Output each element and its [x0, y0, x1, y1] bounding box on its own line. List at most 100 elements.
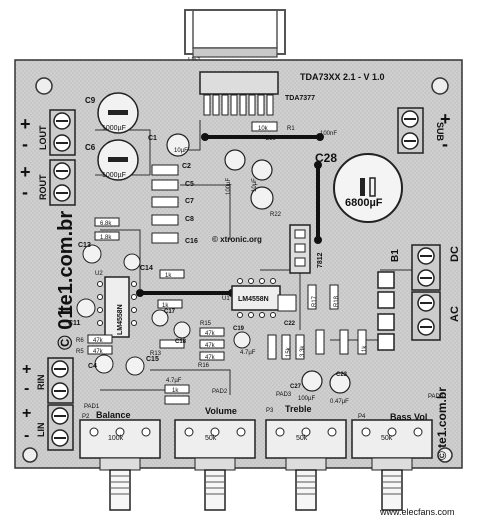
- website-left: te1.com.br: [55, 211, 77, 312]
- cap-c19: [233, 331, 251, 349]
- pot-treble-value: 50k: [296, 435, 308, 442]
- c29-value: 100nF: [320, 131, 337, 137]
- pot-treble-label: Treble: [285, 404, 312, 414]
- mounting-holes: [22, 77, 453, 463]
- watermark: www.elecfans.com: [379, 507, 455, 517]
- cap-c11: [76, 298, 96, 318]
- c22-label: C22: [284, 321, 296, 327]
- rin-terminal: [47, 357, 74, 404]
- pot-volume-label: Volume: [205, 406, 237, 416]
- tda7377-ic: [199, 71, 279, 116]
- r33k: 3.3k: [300, 345, 306, 357]
- pot-bass-value: 50k: [381, 435, 393, 442]
- lout-minus: -: [22, 134, 28, 154]
- c27-value: 100µF: [298, 396, 315, 402]
- c4-label: C4: [88, 363, 97, 370]
- cap-c10: [224, 149, 246, 171]
- r47k-a: 47k: [93, 338, 104, 344]
- c5-label: C5: [185, 181, 194, 188]
- r22-label: R22: [270, 212, 282, 218]
- ac-label: AC: [449, 306, 461, 322]
- r5-label: R5: [76, 349, 84, 355]
- heatsink-bracket: [184, 9, 286, 58]
- r16-label: R16: [198, 363, 210, 369]
- c16-label: C16: [185, 238, 198, 245]
- pot-volume-value: 50k: [205, 435, 217, 442]
- rout-minus: -: [22, 182, 28, 202]
- cap-c23: [329, 372, 351, 394]
- c14-label: C14: [140, 265, 153, 272]
- r-1k-a: 1k: [165, 273, 172, 279]
- cap-c9: [97, 92, 139, 134]
- cap-c1: [166, 133, 190, 157]
- r6-label: R6: [76, 338, 84, 344]
- c1-label: C1: [148, 135, 157, 142]
- c9-label: C9: [85, 96, 96, 105]
- regulator-7812: [289, 224, 311, 274]
- c11-label: C11: [68, 320, 81, 327]
- opamp-left: [97, 276, 137, 338]
- pad1-label: PAD1: [84, 404, 100, 410]
- pot-volume[interactable]: [174, 419, 256, 511]
- sub-terminal: [397, 107, 424, 154]
- cap-c18: [173, 321, 191, 339]
- rout-terminal: [49, 159, 76, 206]
- u2-label: U2: [95, 271, 103, 277]
- pot-bass[interactable]: [351, 419, 433, 511]
- lout-terminal: [49, 109, 76, 156]
- resistor-r1: [251, 121, 278, 132]
- r1k-c: 1k: [362, 345, 368, 352]
- cap-c4: [94, 354, 114, 374]
- dc-terminal: [411, 244, 441, 291]
- cap-c22: [277, 294, 297, 312]
- r-1k-b: 1k: [162, 303, 169, 309]
- rin-label: RIN: [36, 375, 46, 391]
- pad3-label: PAD3: [276, 392, 292, 398]
- cap10-label: 10µF: [252, 178, 258, 192]
- lout-label: LOUT: [38, 125, 48, 150]
- c1-value: 10µF: [174, 148, 188, 154]
- cap100-label: 100µF: [226, 178, 232, 195]
- sub-plus: +: [440, 109, 451, 129]
- cap-c3: [250, 186, 274, 210]
- lin-minus: -: [24, 427, 29, 444]
- cap-c15: [125, 356, 145, 376]
- cap-c17: [151, 309, 169, 327]
- r18-label: R18: [334, 295, 340, 307]
- c8-label: C8: [185, 216, 194, 223]
- cap-c12: [251, 159, 273, 181]
- pot-feed-cap: 4.7µF: [166, 378, 182, 384]
- lin-plus: +: [22, 405, 31, 422]
- cap-c6: [97, 139, 139, 181]
- rin-minus: -: [24, 380, 29, 397]
- ac-terminal: [411, 291, 441, 341]
- u1-label: U1: [222, 296, 230, 302]
- pad2-label: PAD2: [212, 389, 228, 395]
- c23-label: C23: [336, 372, 348, 378]
- pot-treble[interactable]: [265, 419, 347, 511]
- regulator-label: 7812: [317, 252, 324, 268]
- c28-label: C28: [315, 151, 337, 165]
- c7-label: C7: [185, 198, 194, 205]
- power-traces: [140, 135, 320, 295]
- b1-label: B1: [390, 249, 401, 262]
- pad4-label: PAD4: [428, 394, 444, 400]
- trace-pads: [136, 133, 324, 297]
- c18-label: C18: [175, 339, 187, 345]
- c28-value: 6800µF: [345, 197, 383, 209]
- c9-value: 1000µF: [102, 125, 126, 132]
- c17-label: C17: [164, 309, 176, 315]
- pot-balance[interactable]: [79, 419, 161, 511]
- r18k: 1.8k: [100, 235, 112, 241]
- c13-label: C13: [78, 242, 91, 249]
- ic-main-label: TDA7377: [285, 95, 315, 102]
- pcb-board: [14, 59, 463, 469]
- r15k: 15k: [286, 346, 292, 357]
- opamp-center: [231, 278, 281, 318]
- c27-label: C27: [290, 384, 302, 390]
- website-right: © te1.com.br: [435, 387, 449, 460]
- rout-plus: +: [20, 162, 31, 182]
- cap-c14: [123, 253, 141, 271]
- r68k: 6.8k: [100, 221, 112, 227]
